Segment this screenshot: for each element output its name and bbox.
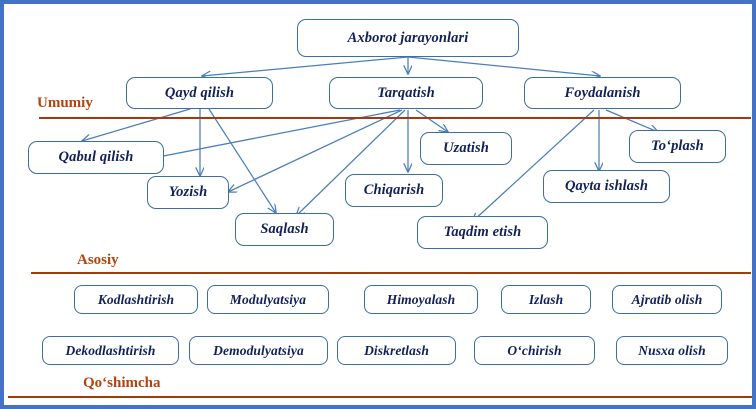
node-diskretlash[interactable]: Diskretlash <box>337 336 456 365</box>
node-label: Qayta ishlash <box>564 178 649 195</box>
section-label-qoshimcha: Qo‘shimcha <box>83 375 161 391</box>
node-taqdim-etish[interactable]: Taqdim etish <box>417 216 548 249</box>
arrow-root-to-foydalanish <box>407 56 600 76</box>
node-demodulyatsiya[interactable]: Demodulyatsiya <box>189 336 328 365</box>
node-label: Kodlashtirish <box>97 291 175 307</box>
node-ochirish[interactable]: O‘chirish <box>474 336 595 365</box>
node-qayd-qilish[interactable]: Qayd qilish <box>126 77 273 109</box>
node-label: Taqdim etish <box>443 224 522 241</box>
node-foydalanish[interactable]: Foydalanish <box>524 77 681 109</box>
arrow-root-to-qayd <box>202 56 409 76</box>
node-label: Axborot jarayonlari <box>347 29 469 46</box>
node-label: Nusxa olish <box>638 342 706 358</box>
arrow-foydalanish-to-taqdim <box>472 109 595 222</box>
node-label: Saqlash <box>260 221 309 238</box>
node-tarqatish[interactable]: Tarqatish <box>329 77 483 109</box>
arrow-group-root <box>202 56 600 76</box>
node-label: Modulyatsiya <box>229 291 307 307</box>
node-saqlash[interactable]: Saqlash <box>235 213 334 246</box>
node-qabul-qilish[interactable]: Qabul qilish <box>28 141 164 174</box>
arrow-qayd-to-qabul <box>82 108 191 141</box>
arrow-foydalanish-to-toplash <box>605 109 658 132</box>
node-label: Ajratib olish <box>631 291 703 307</box>
node-label: O‘chirish <box>507 342 562 358</box>
node-label: Foydalanish <box>564 84 641 101</box>
node-label: Yozish <box>168 184 208 201</box>
node-label: Tarqatish <box>377 84 435 101</box>
node-toplash[interactable]: To‘plash <box>629 130 726 163</box>
node-label: Chiqarish <box>363 182 425 199</box>
divider-asosiy <box>31 272 751 274</box>
node-izlash[interactable]: Izlash <box>501 285 591 314</box>
node-label: To‘plash <box>651 138 704 155</box>
node-modulyatsiya[interactable]: Modulyatsiya <box>207 285 329 314</box>
node-chiqarish[interactable]: Chiqarish <box>345 174 443 207</box>
node-himoyalash[interactable]: Himoyalash <box>364 285 478 314</box>
node-uzatish[interactable]: Uzatish <box>420 132 512 165</box>
divider-qoshimcha <box>8 396 752 398</box>
node-ajratib-olish[interactable]: Ajratib olish <box>612 285 722 314</box>
node-yozish[interactable]: Yozish <box>147 176 229 209</box>
arrow-tarqatish-to-uzatish <box>415 109 448 132</box>
node-label: Dekodlashtirish <box>65 342 156 358</box>
arrow-group-foydalanish <box>472 109 658 222</box>
node-label: Himoyalash <box>386 291 456 307</box>
node-label: Izlash <box>528 291 564 307</box>
node-kodlashtirish[interactable]: Kodlashtirish <box>74 285 198 314</box>
node-qayta-ishlash[interactable]: Qayta ishlash <box>543 170 670 203</box>
node-axborot-jarayonlari[interactable]: Axborot jarayonlari <box>297 19 519 57</box>
node-label: Qabul qilish <box>58 149 134 166</box>
node-label: Qayd qilish <box>164 84 235 101</box>
divider-umumiy <box>39 117 751 119</box>
section-label-asosiy: Asosiy <box>77 252 119 268</box>
node-label: Uzatish <box>443 140 489 157</box>
section-label-umumiy: Umumiy <box>37 95 93 111</box>
node-nusxa-olish[interactable]: Nusxa olish <box>616 336 728 365</box>
node-label: Demodulyatsiya <box>213 342 304 358</box>
node-label: Diskretlash <box>364 342 429 358</box>
node-dekodlashtirish[interactable]: Dekodlashtirish <box>42 336 179 365</box>
